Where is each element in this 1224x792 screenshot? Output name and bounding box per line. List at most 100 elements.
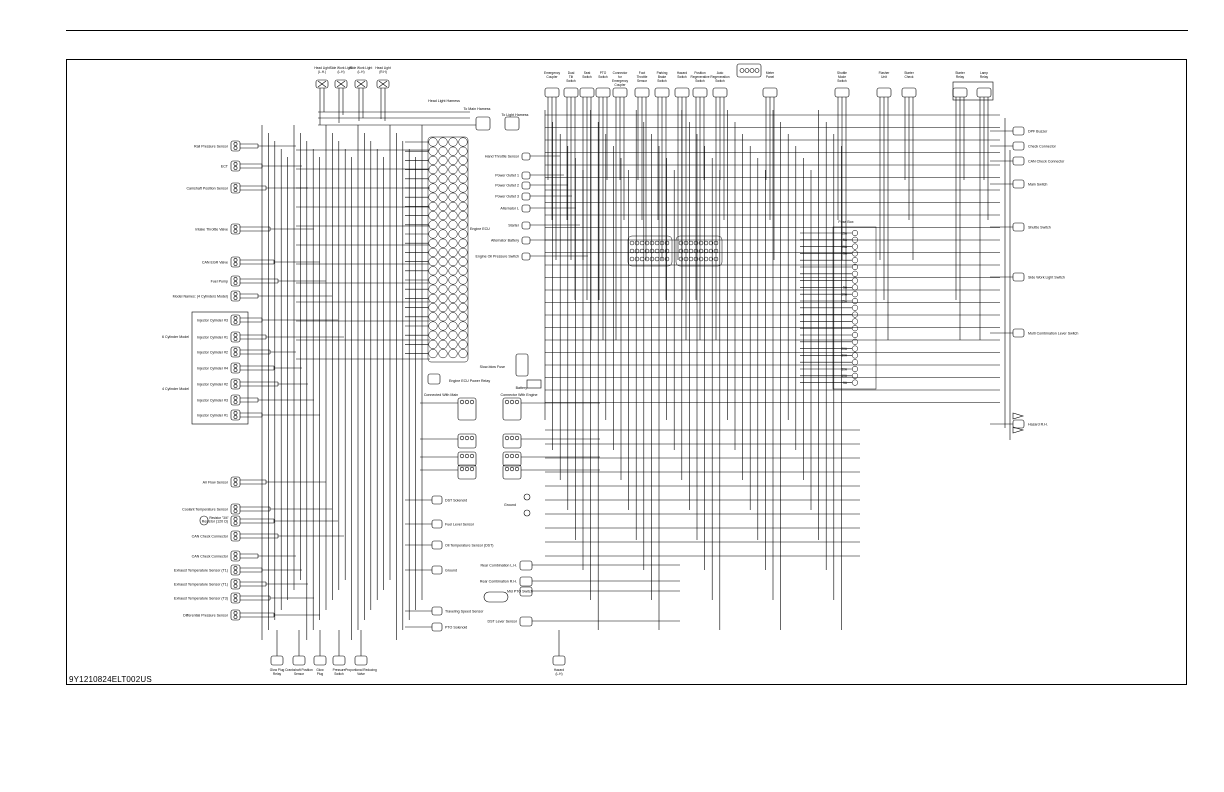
- pin: [233, 368, 238, 372]
- pin: [698, 256, 704, 262]
- component-label: Relay: [980, 75, 989, 79]
- ecu-pin: [458, 165, 468, 175]
- lamp-cross: [356, 80, 366, 88]
- ecu-pin: [428, 303, 438, 313]
- ecu-pin: [458, 330, 468, 340]
- component-label: Rail Pressure Sensor: [194, 145, 229, 149]
- component-label: Air Flow Sensor: [203, 481, 229, 485]
- component-label: Rear Combination R.H.: [480, 580, 517, 584]
- cylinder-group-box: [191, 311, 249, 425]
- ecu-pin: [428, 266, 438, 276]
- fuse: [851, 263, 859, 271]
- pin: [639, 256, 645, 262]
- connector-symbol: [313, 655, 327, 666]
- component-label: Mid PTO Switch: [507, 590, 533, 594]
- fuse: [851, 229, 859, 237]
- connector-symbol: [230, 592, 241, 604]
- ecu-pin: [428, 257, 438, 267]
- pin: [649, 248, 655, 254]
- pin: [233, 281, 238, 285]
- pin: [504, 435, 510, 441]
- component-label: Coupler: [546, 75, 558, 79]
- component-label: Model Names: (4 Cylinders Model): [173, 295, 228, 299]
- main-connector-left: [627, 235, 673, 267]
- ecu-pin: [428, 155, 438, 165]
- pin: [659, 256, 665, 262]
- ecu-pin: [448, 238, 458, 248]
- ecu-pin: [458, 211, 468, 221]
- ecu-pin: [438, 192, 448, 202]
- component-label: Shuttle: [837, 71, 847, 75]
- ecu-pin: [458, 146, 468, 156]
- component-label: Injector Cylinder #1: [197, 336, 228, 340]
- component-label: DST Solenoid: [445, 499, 467, 503]
- component-label: Fuel Level Sensor: [445, 523, 475, 527]
- connector-symbol: [230, 275, 241, 287]
- pin: [233, 320, 238, 324]
- component-label: Intake Throttle Valve: [195, 228, 228, 232]
- ecu-pin: [458, 339, 468, 349]
- pin: [233, 258, 238, 262]
- component-label: Emergency: [612, 79, 629, 83]
- ecu-pin: [458, 312, 468, 322]
- connector-symbol: [292, 655, 306, 666]
- component-label: Seat: [584, 71, 591, 75]
- ecu-pin: [448, 284, 458, 294]
- ecu-pin: [428, 330, 438, 340]
- connector-symbol: [674, 87, 690, 98]
- pin: [754, 68, 760, 73]
- pin: [713, 248, 719, 254]
- component-label: Proportional Reducing: [345, 668, 377, 672]
- ecu-pin: [448, 220, 458, 230]
- component-label: Power Outlet 1: [495, 174, 519, 178]
- connector-symbol: [1012, 222, 1025, 232]
- pin: [514, 466, 520, 472]
- component-label: (L.H.): [318, 70, 326, 74]
- component-label: Switch: [566, 79, 576, 83]
- pin: [464, 435, 470, 441]
- component-label: Glow: [316, 668, 324, 672]
- component-label: Engine ECU Power Relay: [449, 379, 490, 383]
- component-label: Injector Cylinder #3: [197, 319, 228, 323]
- pin: [708, 240, 714, 246]
- connector-symbol: [634, 87, 650, 98]
- ecu-pin: [458, 257, 468, 267]
- ecu-pin: [448, 339, 458, 349]
- component-label: Shuttle Switch: [1028, 226, 1051, 230]
- fuse-rating: 5A: [843, 238, 848, 242]
- ecu-pin: [458, 192, 468, 202]
- ecu-pin: [448, 192, 458, 202]
- component-label: CAN Check Connector: [192, 535, 229, 539]
- connector-symbol: [595, 87, 611, 98]
- pin: [233, 333, 238, 337]
- component-label: Check: [904, 75, 913, 79]
- ecu-pin: [438, 275, 448, 285]
- connector-symbol: [354, 79, 368, 89]
- pin: [459, 435, 465, 441]
- connector-symbol: [475, 116, 491, 131]
- pin: [629, 240, 635, 246]
- connector-symbol: [354, 655, 368, 666]
- pin: [233, 348, 238, 352]
- connector-symbol: [1012, 328, 1025, 338]
- ecu-pin: [438, 174, 448, 184]
- pin: [629, 248, 635, 254]
- connector-symbol: [502, 464, 522, 480]
- connector-symbol: [1012, 141, 1025, 151]
- ecu-pin: [438, 146, 448, 156]
- component-label: CAN EGR Valve: [202, 261, 228, 265]
- pin: [698, 248, 704, 254]
- component-label: Relay: [273, 672, 282, 676]
- component-label: Connected With Main: [424, 393, 458, 397]
- component-label: Switch: [598, 75, 608, 79]
- component-label: CAN Check Connector: [1028, 160, 1065, 164]
- connector-symbol: [230, 578, 241, 590]
- connector-symbol: [457, 433, 477, 449]
- fuse: [851, 304, 859, 311]
- component-label: Ground: [445, 569, 457, 573]
- ecu-pin: [448, 312, 458, 322]
- ecu-pin: [438, 284, 448, 294]
- ecu-pin: [428, 174, 438, 184]
- ecu-pin: [438, 211, 448, 221]
